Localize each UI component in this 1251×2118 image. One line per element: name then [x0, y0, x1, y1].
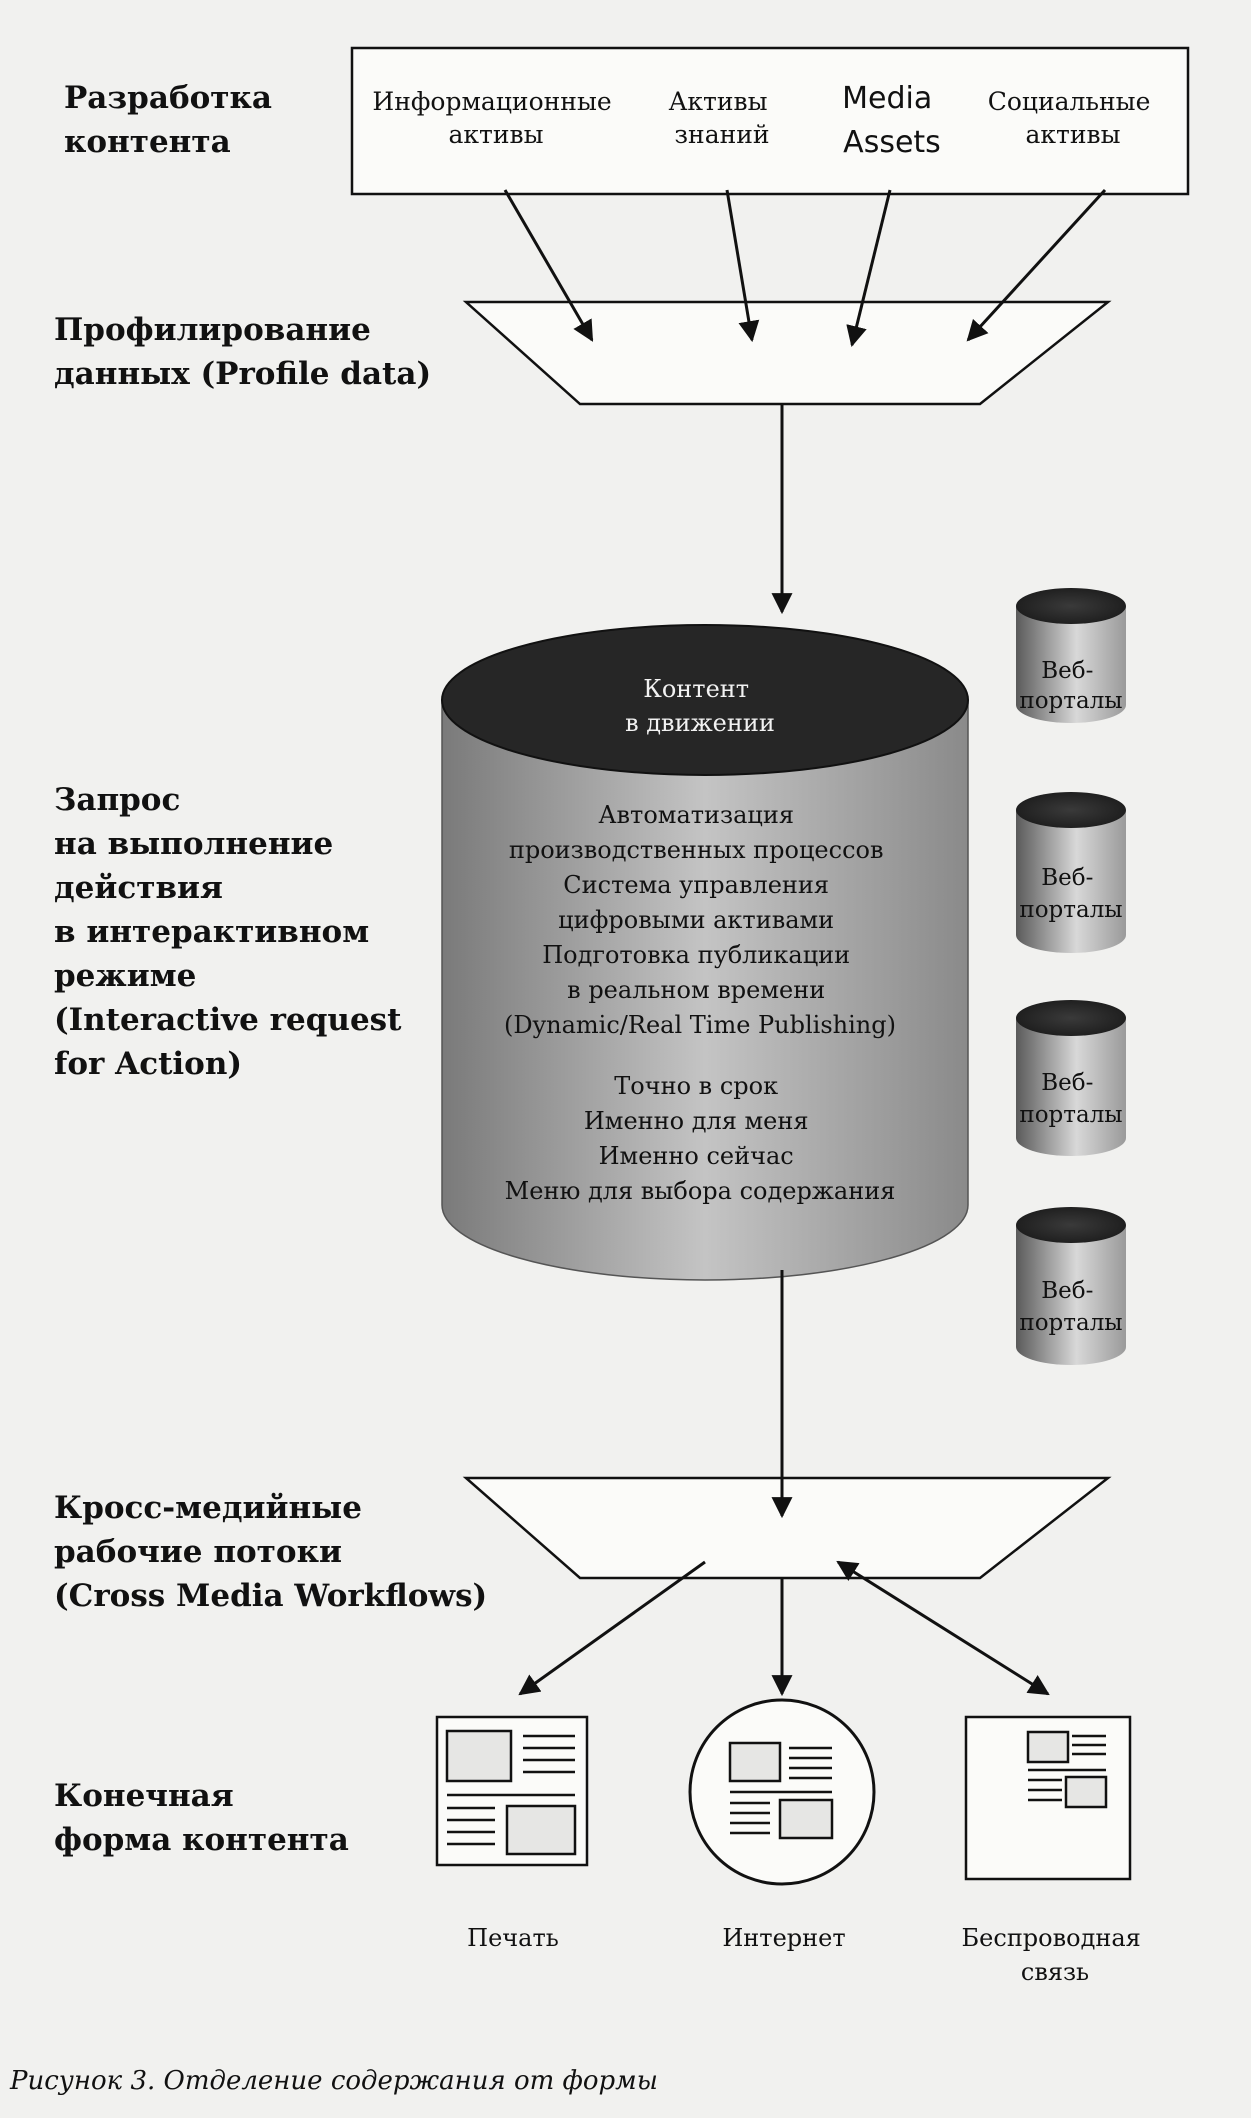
source-social-assets: Социальные активы — [988, 87, 1159, 149]
source-knowledge-assets: Активы знаний — [669, 87, 776, 149]
cross-media-funnel — [462, 1476, 1112, 1580]
source-info-assets: Информационные активы — [372, 87, 619, 149]
cylinder-processes: Автоматизация производственных процессов… — [504, 801, 896, 1039]
portal-label: Веб- порталы — [1019, 658, 1122, 714]
cylinder-top-label: Контент в движении — [625, 675, 775, 737]
stage-profile-data: Профилирование данных (Profile data) — [54, 312, 431, 392]
arrow-knowledge-assets — [725, 189, 760, 343]
print-icon — [435, 1715, 589, 1867]
profile-data-funnel — [462, 300, 1112, 406]
web-portal-cylinder — [1016, 1000, 1126, 1156]
cylinder-features: Точно в срок Именно для меня Именно сейч… — [505, 1072, 896, 1205]
output-wireless-label: Беспроводная связь — [962, 1924, 1149, 1986]
portal-label: Веб- порталы — [1019, 1070, 1122, 1128]
arrow-to-print — [518, 1560, 706, 1696]
stage-cross-media: Кросс-медийные рабочие потоки (Cross Med… — [54, 1490, 487, 1614]
stage-final-form: Конечная форма контента — [54, 1778, 349, 1858]
web-portal-cylinder — [1016, 1207, 1126, 1365]
web-portal-cylinder — [1016, 588, 1126, 723]
stage-content-development: Разработка контента — [64, 80, 283, 160]
arrow-social-assets — [966, 188, 1107, 342]
source-media-assets: Media Assets — [842, 81, 942, 160]
figure-caption: Рисунок 3. Отделение содержания от формы — [9, 2066, 658, 2096]
output-internet-label: Интернет — [722, 1924, 845, 1952]
arrow-info-assets — [503, 189, 594, 342]
content-sources-box — [350, 46, 1190, 196]
content-cylinder — [441, 624, 969, 1281]
portal-label: Веб- порталы — [1019, 865, 1122, 923]
web-portal-cylinder — [1016, 792, 1126, 953]
output-print-label: Печать — [467, 1924, 559, 1952]
portal-label: Веб- порталы — [1019, 1278, 1122, 1336]
stage-interactive-request: Запрос на выполнение действия в интеракт… — [54, 782, 412, 1082]
wireless-icon — [964, 1715, 1132, 1881]
arrow-to-wireless — [836, 1560, 1050, 1696]
arrow-media-assets — [846, 189, 892, 348]
internet-icon — [688, 1698, 876, 1886]
